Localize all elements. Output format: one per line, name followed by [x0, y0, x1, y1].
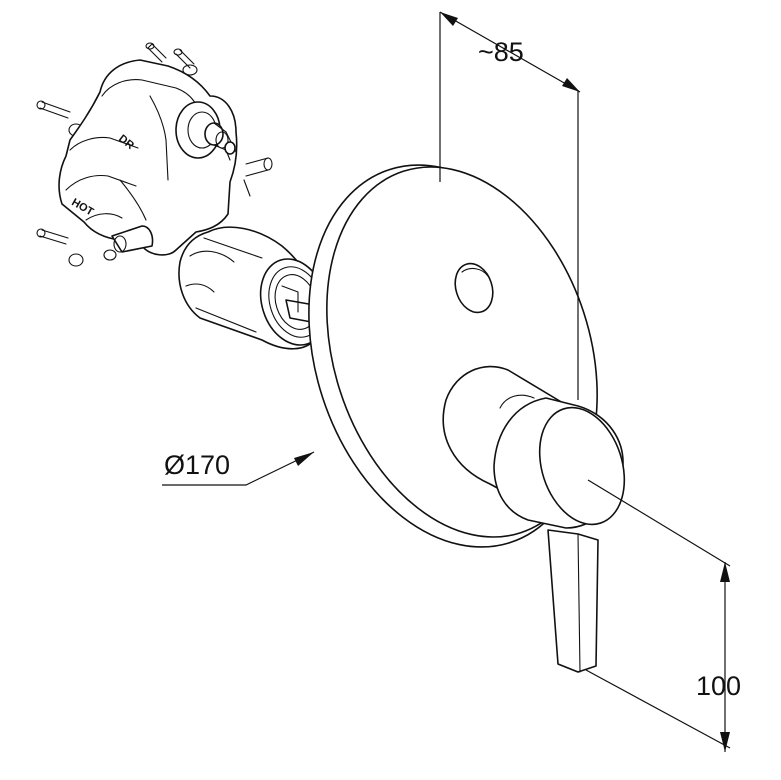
dimension-lever-length: 100 — [585, 479, 741, 752]
dimension-depth: ~85 — [439, 11, 581, 400]
dimension-plate-diameter: Ø170 — [162, 450, 315, 486]
rough-in-valve-body: DR HOT — [36, 42, 273, 267]
lever-length-label: 100 — [696, 671, 741, 701]
depth-dimension-label: ~85 — [478, 37, 524, 67]
plate-diameter-label: Ø170 — [164, 450, 230, 480]
diverter-knob — [454, 262, 494, 314]
lever-handle — [442, 365, 626, 673]
